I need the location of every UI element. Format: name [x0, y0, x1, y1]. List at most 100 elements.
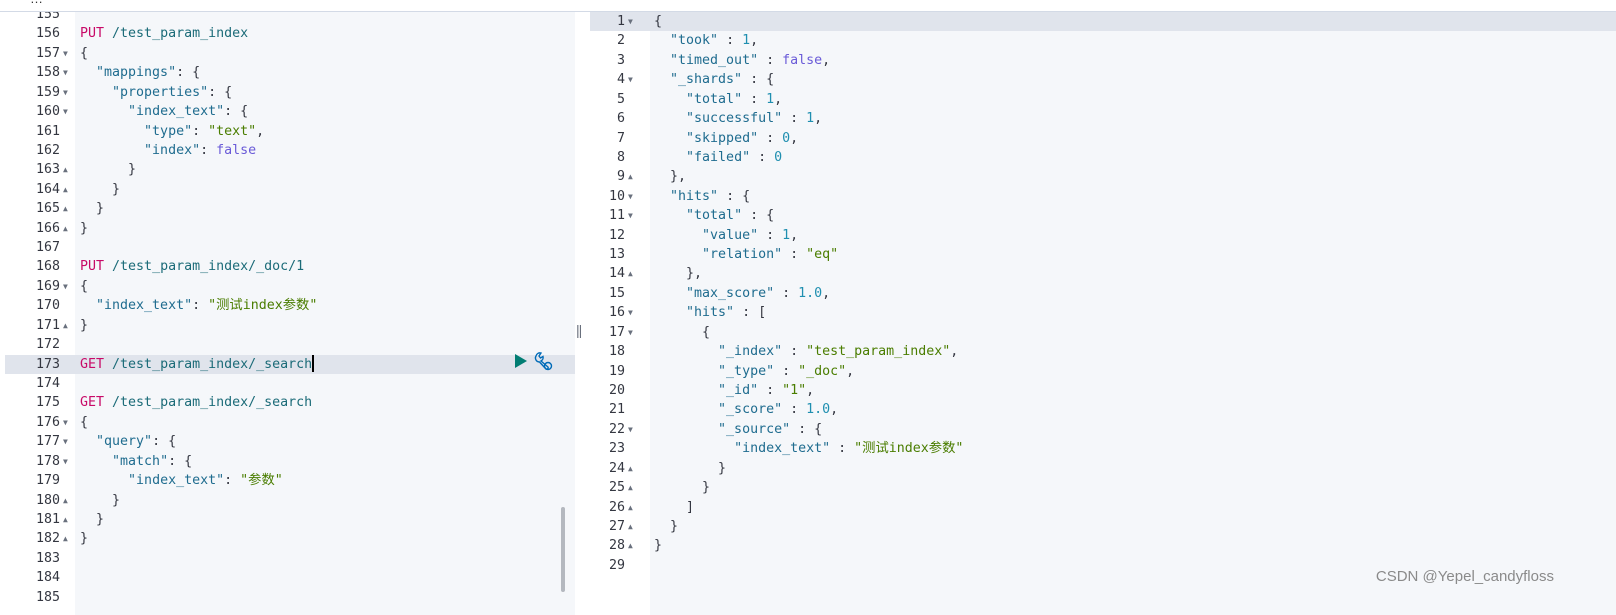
code-line[interactable]: 162 "index": false — [5, 141, 575, 160]
fold-collapse-icon[interactable]: ▼ — [63, 281, 68, 291]
pane-resize-handle[interactable]: || — [576, 322, 582, 338]
code-line[interactable]: 27▲ } — [590, 517, 1616, 536]
fold-collapse-icon[interactable]: ▼ — [628, 17, 633, 26]
fold-collapse-icon[interactable]: ▼ — [628, 424, 633, 434]
code-line[interactable]: 8 "failed" : 0 — [590, 148, 1616, 167]
code-line[interactable]: 174 — [5, 374, 575, 393]
code-line[interactable]: 158▼ "mappings": { — [5, 63, 575, 82]
code-line[interactable]: 155 — [5, 12, 575, 24]
code-line[interactable]: 184 — [5, 568, 575, 587]
code-line[interactable]: 161 "type": "text", — [5, 122, 575, 141]
code-line[interactable]: 181▲ } — [5, 510, 575, 529]
response-viewer[interactable]: 1▼{2 "took" : 1,3 "timed_out" : false,4▼… — [590, 12, 1616, 615]
code-line[interactable]: 9▲ }, — [590, 167, 1616, 186]
code-line[interactable]: 163▲ } — [5, 160, 575, 179]
fold-collapse-icon[interactable]: ▼ — [63, 87, 68, 97]
code-line[interactable]: 2 "took" : 1, — [590, 31, 1616, 50]
code-line[interactable]: 16▼ "hits" : [ — [590, 303, 1616, 322]
fold-collapse-icon[interactable]: ▼ — [628, 327, 633, 337]
code-line[interactable]: 17▼ { — [590, 323, 1616, 342]
code-line[interactable]: 171▲} — [5, 316, 575, 335]
fold-collapse-icon[interactable]: ▼ — [63, 456, 68, 466]
fold-expand-icon[interactable]: ▲ — [63, 534, 68, 544]
code-line[interactable]: 3 "timed_out" : false, — [590, 51, 1616, 70]
token — [654, 228, 702, 243]
code-line[interactable]: 29 — [590, 556, 1616, 575]
fold-expand-icon[interactable]: ▲ — [63, 165, 68, 175]
code-line[interactable]: 178▼ "match": { — [5, 452, 575, 471]
code-line[interactable]: 24▲ } — [590, 459, 1616, 478]
fold-collapse-icon[interactable]: ▼ — [628, 211, 633, 221]
code-line[interactable]: 169▼{ — [5, 277, 575, 296]
code-line[interactable]: 167 — [5, 238, 575, 257]
fold-expand-icon[interactable]: ▲ — [63, 514, 68, 524]
code-line[interactable]: 170 "index_text": "测试index参数" — [5, 296, 575, 315]
code-line[interactable]: 22▼ "_source" : { — [590, 420, 1616, 439]
code-line[interactable]: 183 — [5, 549, 575, 568]
code-line[interactable]: 165▲ } — [5, 199, 575, 218]
code-line[interactable]: 182▲} — [5, 529, 575, 548]
fold-expand-icon[interactable]: ▲ — [63, 495, 68, 505]
code-line[interactable]: 21 "_score" : 1.0, — [590, 400, 1616, 419]
fold-collapse-icon[interactable]: ▼ — [63, 68, 68, 78]
fold-expand-icon[interactable]: ▲ — [628, 269, 633, 279]
code-line[interactable]: 5 "total" : 1, — [590, 90, 1616, 109]
code-line[interactable]: 160▼ "index_text": { — [5, 102, 575, 121]
fold-expand-icon[interactable]: ▲ — [628, 502, 633, 512]
code-line[interactable]: 15 "max_score" : 1.0, — [590, 284, 1616, 303]
code-line[interactable]: 13 "relation" : "eq" — [590, 245, 1616, 264]
code-line[interactable]: 10▼ "hits" : { — [590, 187, 1616, 206]
code-line[interactable]: 157▼{ — [5, 44, 575, 63]
wrench-icon[interactable] — [533, 351, 553, 377]
code-line[interactable]: 159▼ "properties": { — [5, 83, 575, 102]
code-line[interactable]: 26▲ ] — [590, 498, 1616, 517]
code-line[interactable]: 20 "_id" : "1", — [590, 381, 1616, 400]
code-line[interactable]: 179 "index_text": "参数" — [5, 471, 575, 490]
code-line[interactable]: 19 "_type" : "_doc", — [590, 362, 1616, 381]
code-line[interactable]: 172 — [5, 335, 575, 354]
token — [80, 298, 96, 313]
fold-collapse-icon[interactable]: ▼ — [63, 107, 68, 117]
fold-expand-icon[interactable]: ▲ — [628, 463, 633, 473]
code-line[interactable]: 18 "_index" : "test_param_index", — [590, 342, 1616, 361]
fold-collapse-icon[interactable]: ▼ — [63, 48, 68, 58]
code-line[interactable]: 185 — [5, 588, 575, 607]
code-line[interactable]: 166▲} — [5, 219, 575, 238]
code-line[interactable]: 177▼ "query": { — [5, 432, 575, 451]
code-line[interactable]: 164▲ } — [5, 180, 575, 199]
fold-collapse-icon[interactable]: ▼ — [628, 75, 633, 85]
fold-expand-icon[interactable]: ▲ — [63, 223, 68, 233]
code-line[interactable]: 12 "value" : 1, — [590, 226, 1616, 245]
code-line[interactable]: 6 "successful" : 1, — [590, 109, 1616, 128]
code-line[interactable]: 14▲ }, — [590, 264, 1616, 283]
code-line[interactable]: 176▼{ — [5, 413, 575, 432]
fold-collapse-icon[interactable]: ▼ — [63, 417, 68, 427]
fold-expand-icon[interactable]: ▲ — [628, 172, 633, 182]
fold-expand-icon[interactable]: ▲ — [628, 483, 633, 493]
play-icon[interactable] — [514, 353, 527, 374]
line-number: 29 — [608, 557, 625, 573]
fold-collapse-icon[interactable]: ▼ — [628, 308, 633, 318]
code-line[interactable]: 1▼{ — [590, 12, 1616, 32]
code-line[interactable]: 4▼ "_shards" : { — [590, 70, 1616, 89]
fold-collapse-icon[interactable]: ▼ — [628, 191, 633, 201]
fold-expand-icon[interactable]: ▲ — [63, 204, 68, 214]
code-line[interactable]: 28▲} — [590, 536, 1616, 555]
fold-expand-icon[interactable]: ▲ — [628, 541, 633, 551]
code-line[interactable]: 7 "skipped" : 0, — [590, 129, 1616, 148]
fold-collapse-icon[interactable]: ▼ — [63, 437, 68, 447]
code-line[interactable]: 23 "index_text" : "测试index参数" — [590, 439, 1616, 458]
editor-scrollbar[interactable] — [561, 507, 565, 592]
code-line[interactable]: 11▼ "total" : { — [590, 206, 1616, 225]
code-line[interactable]: 25▲ } — [590, 478, 1616, 497]
fold-expand-icon[interactable]: ▲ — [628, 521, 633, 531]
code-line[interactable]: 180▲ } — [5, 491, 575, 510]
fold-expand-icon[interactable]: ▲ — [63, 320, 68, 330]
fold-expand-icon[interactable]: ▲ — [63, 184, 68, 194]
